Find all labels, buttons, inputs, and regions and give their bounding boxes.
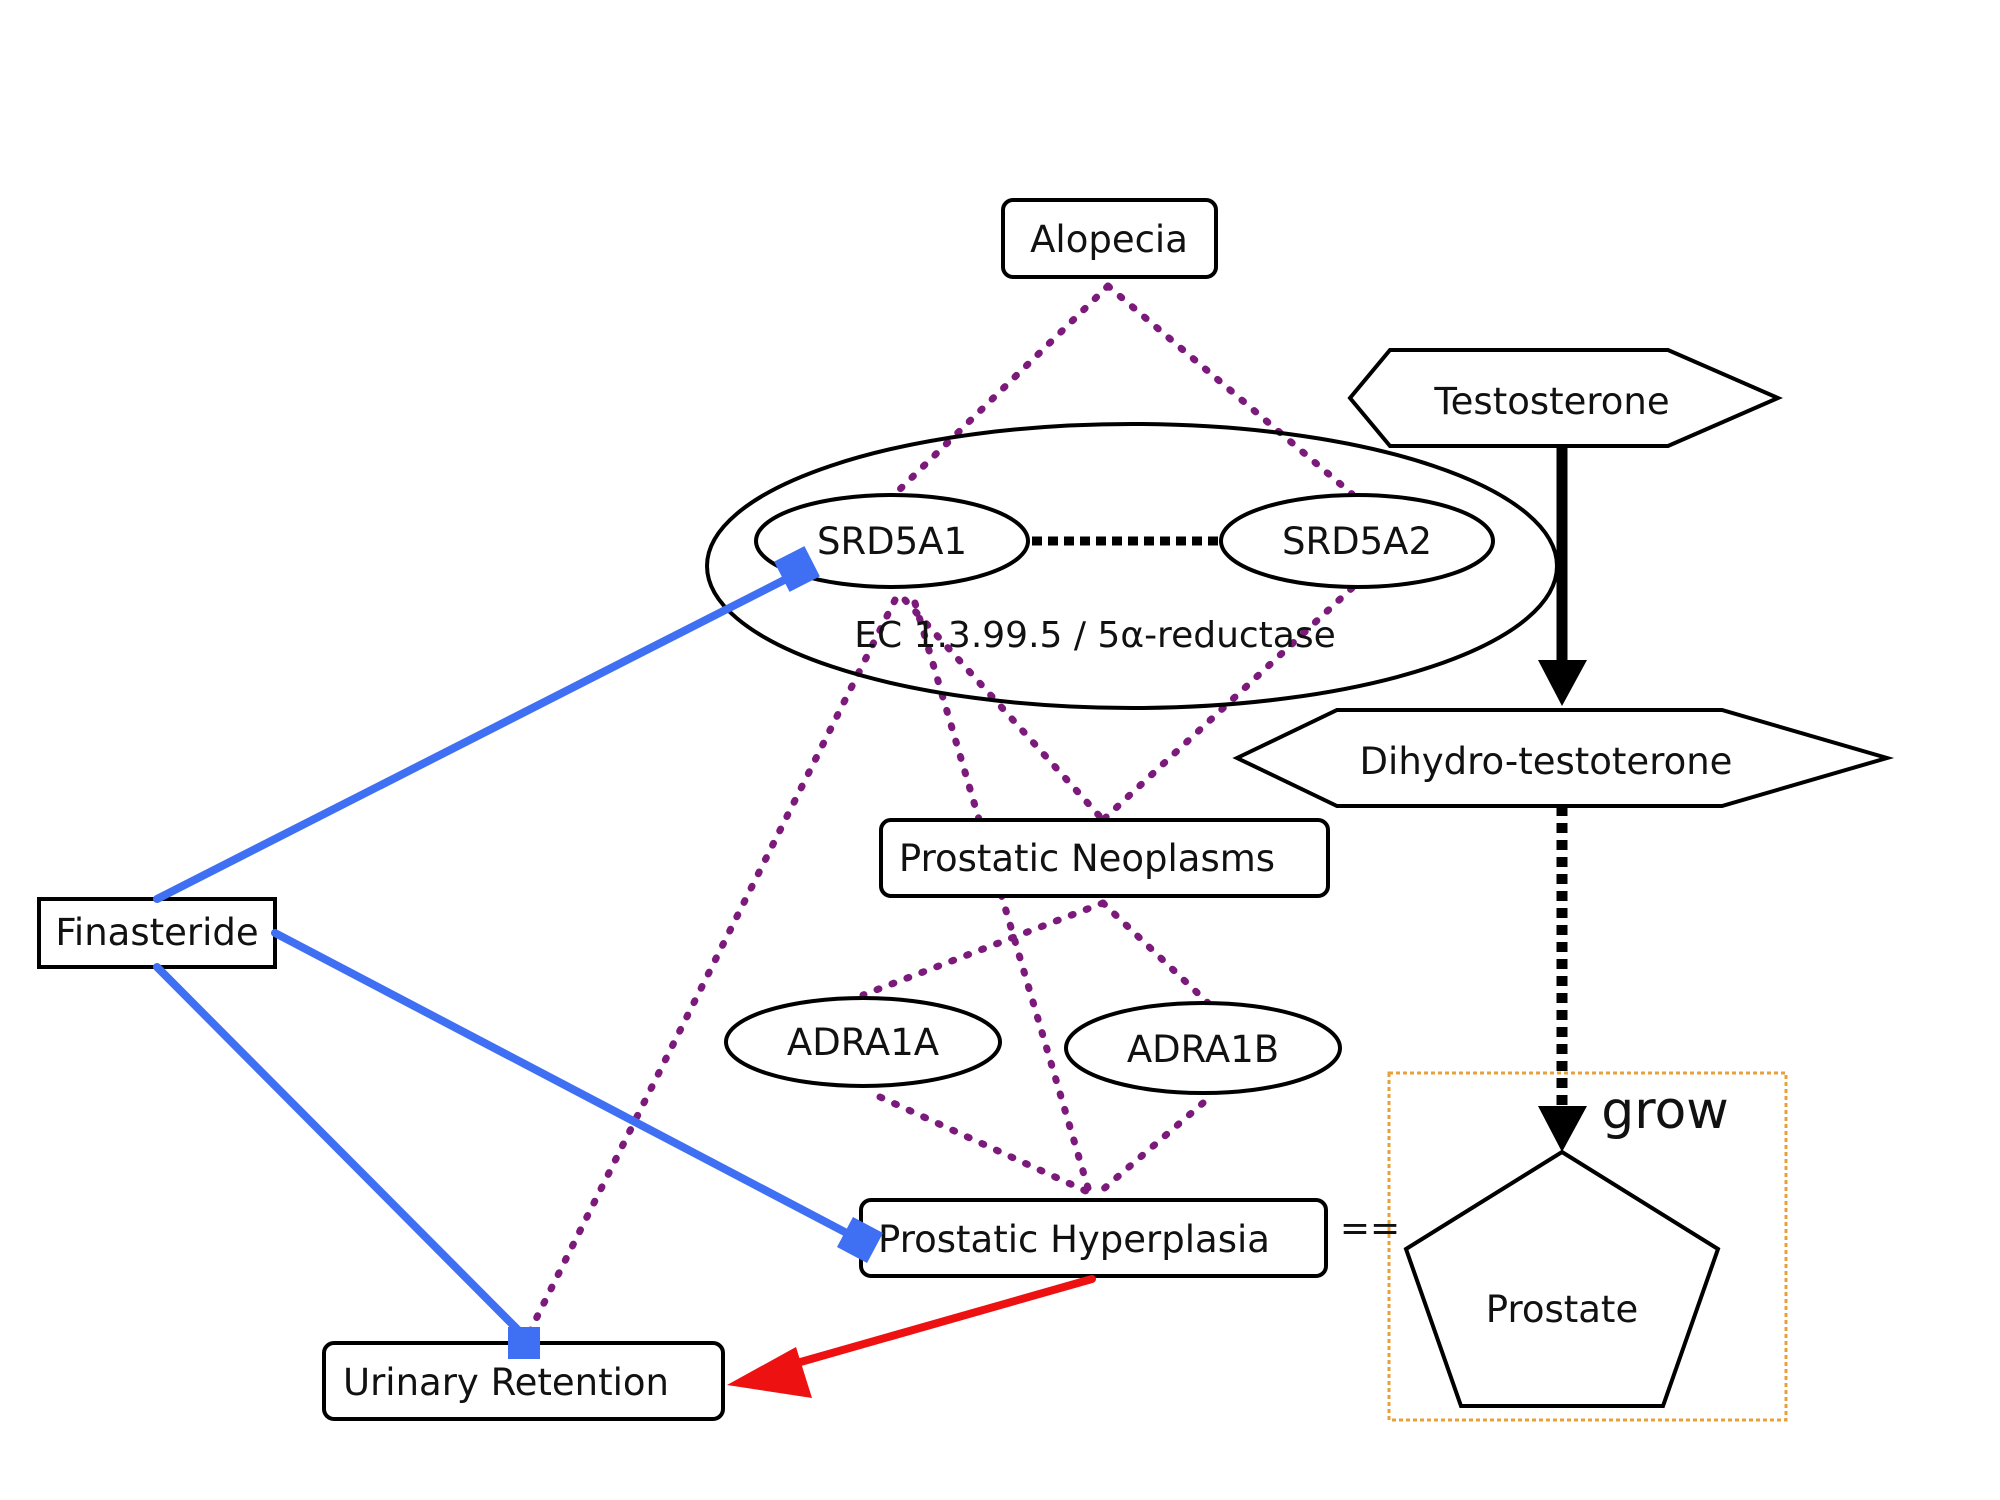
prostatic-hyperplasia-node[interactable]: Prostatic Hyperplasia xyxy=(859,1198,1328,1278)
edge-finasteride-hyperplasia[interactable] xyxy=(271,929,883,1263)
drug-edges xyxy=(153,546,883,1359)
edge-finasteride-urinary-retention[interactable] xyxy=(153,963,540,1359)
urinary-retention-label: Urinary Retention xyxy=(343,1361,669,1404)
edge-neoplasms-adra1a[interactable] xyxy=(859,899,1107,999)
alopecia-label: Alopecia xyxy=(1030,218,1188,261)
alopecia-node[interactable]: Alopecia xyxy=(1001,198,1218,279)
prostatic-neoplasms-node[interactable]: Prostatic Neoplasms xyxy=(879,818,1330,898)
prostatic-hyperplasia-label: Prostatic Hyperplasia xyxy=(878,1218,1270,1261)
edge-srd5a1-urinary-retention[interactable] xyxy=(519,596,899,1349)
dihydrotestosterone-label: Dihydro-testoterone xyxy=(1360,740,1733,783)
edge-srd5a1-prostatic-neoplasms[interactable] xyxy=(901,596,1107,824)
association-edges xyxy=(519,282,1356,1349)
urinary-retention-node[interactable]: Urinary Retention xyxy=(322,1341,725,1421)
adra1b-node[interactable]: ADRA1B xyxy=(1064,1001,1342,1095)
enzyme-group-label: EC 1.3.99.5 / 5α-reductase xyxy=(854,615,1336,656)
edge-hyperplasia-urinary-retention[interactable] xyxy=(727,1275,1096,1398)
srd5a1-node[interactable]: SRD5A1 xyxy=(754,493,1030,589)
finasteride-label: Finasteride xyxy=(55,911,258,954)
edge-testosterone-dht[interactable] xyxy=(1538,446,1587,706)
grow-label: grow xyxy=(1601,1081,1729,1141)
adra1b-label: ADRA1B xyxy=(1127,1028,1279,1071)
edge-adra1a-hyperplasia[interactable] xyxy=(876,1093,1092,1196)
edge-finasteride-srd5a1[interactable] xyxy=(153,546,820,903)
srd5a2-label: SRD5A2 xyxy=(1282,520,1432,563)
adra1a-label: ADRA1A xyxy=(787,1021,939,1064)
dihydrotestosterone-node[interactable]: Dihydro-testoterone xyxy=(1232,708,1895,808)
srd5a2-node[interactable]: SRD5A2 xyxy=(1219,493,1495,589)
testosterone-node[interactable]: Testosterone xyxy=(1347,348,1784,448)
edge-alopecia-srd5a2[interactable] xyxy=(1104,282,1356,498)
edge-adra1b-hyperplasia[interactable] xyxy=(1096,1099,1207,1196)
finasteride-node[interactable]: Finasteride xyxy=(37,897,277,969)
equivalence-mark: == xyxy=(1340,1208,1400,1249)
prostatic-neoplasms-label: Prostatic Neoplasms xyxy=(899,837,1275,880)
edge-neoplasms-adra1b[interactable] xyxy=(1099,899,1212,1007)
testosterone-label: Testosterone xyxy=(1433,380,1669,423)
adra1a-node[interactable]: ADRA1A xyxy=(724,996,1002,1088)
prostate-tissue-box[interactable] xyxy=(1387,1071,1788,1422)
srd5a1-label: SRD5A1 xyxy=(817,520,967,563)
prostate-label: Prostate xyxy=(1486,1288,1638,1331)
edge-alopecia-srd5a1[interactable] xyxy=(891,282,1112,498)
prostate-node[interactable]: Prostate xyxy=(1403,1149,1721,1408)
edge-dht-prostate[interactable] xyxy=(1538,806,1587,1152)
